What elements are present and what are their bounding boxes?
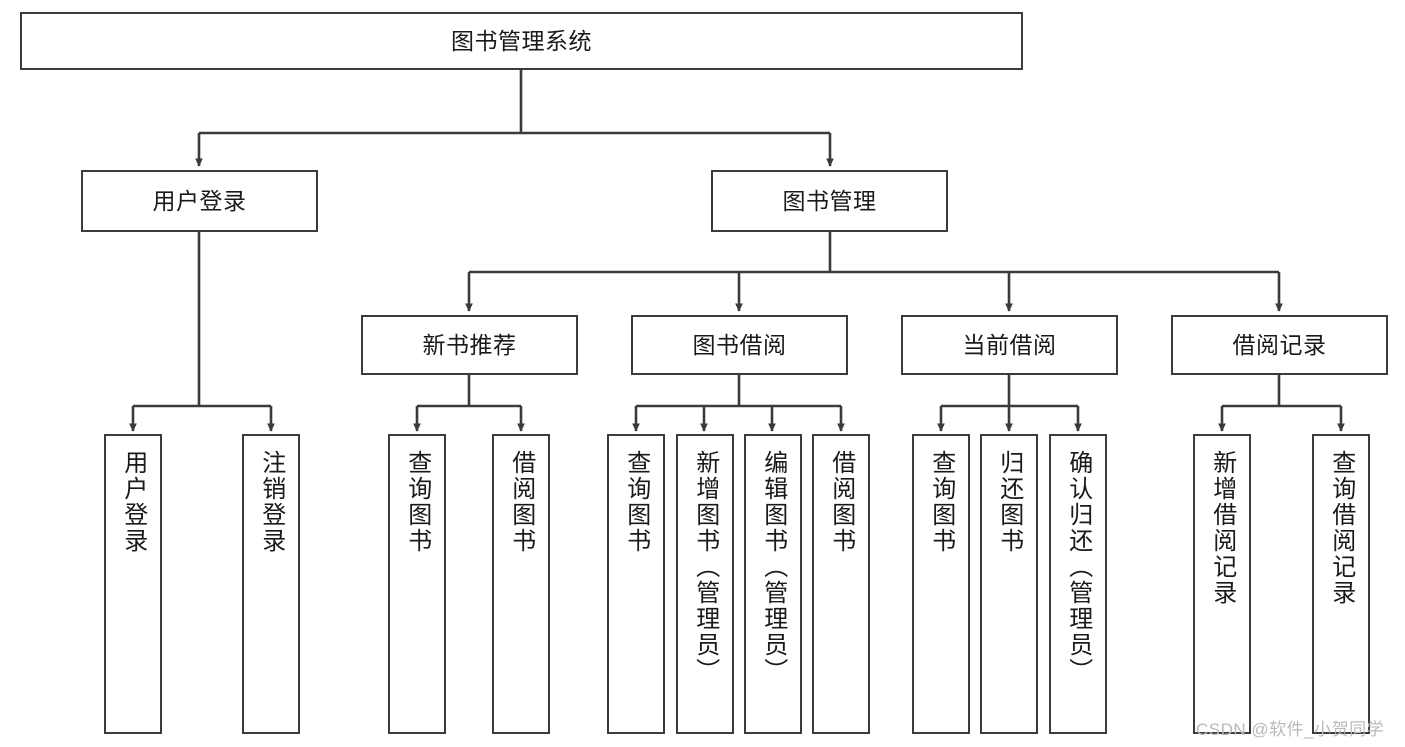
leaf-confirm-return-admin[interactable]: 确认归还（管理员）: [1049, 434, 1107, 734]
leaf-query-borrow-record-label: 查询借阅记录: [1327, 450, 1355, 606]
node-new-book-recommendation-label: 新书推荐: [422, 331, 517, 358]
leaf-logout[interactable]: 注销登录: [242, 434, 300, 734]
leaf-add-book-admin-label: 新增图书（管理员）: [691, 450, 719, 684]
leaf-query-books-rec-label: 查询图书: [403, 450, 431, 554]
node-root[interactable]: 图书管理系统: [20, 12, 1023, 70]
leaf-add-book-admin[interactable]: 新增图书（管理员）: [676, 434, 734, 734]
node-new-book-recommendation[interactable]: 新书推荐: [361, 315, 578, 375]
node-current-borrowing[interactable]: 当前借阅: [901, 315, 1118, 375]
leaf-query-books-borrow-label: 查询图书: [622, 450, 650, 554]
leaf-query-books-current-label: 查询图书: [927, 450, 955, 554]
leaf-add-borrow-record[interactable]: 新增借阅记录: [1193, 434, 1251, 734]
leaf-query-books-rec[interactable]: 查询图书: [388, 434, 446, 734]
leaf-user-login[interactable]: 用户登录: [104, 434, 162, 734]
node-borrowing-record[interactable]: 借阅记录: [1171, 315, 1388, 375]
leaf-borrow-books-borrow-label: 借阅图书: [827, 450, 855, 554]
leaf-query-books-borrow[interactable]: 查询图书: [607, 434, 665, 734]
leaf-borrow-books-rec[interactable]: 借阅图书: [492, 434, 550, 734]
node-borrowing-record-label: 借阅记录: [1232, 331, 1327, 358]
node-current-borrowing-label: 当前借阅: [962, 331, 1057, 358]
leaf-return-books[interactable]: 归还图书: [980, 434, 1038, 734]
node-user-login-label: 用户登录: [152, 187, 247, 214]
leaf-logout-label: 注销登录: [257, 450, 285, 554]
csdn-watermark: CSDN @软件_小贺同学: [1196, 720, 1385, 739]
node-book-borrowing-label: 图书借阅: [692, 331, 787, 358]
node-user-login[interactable]: 用户登录: [81, 170, 318, 232]
leaf-return-books-label: 归还图书: [995, 450, 1023, 554]
leaf-borrow-books-borrow[interactable]: 借阅图书: [812, 434, 870, 734]
leaf-add-borrow-record-label: 新增借阅记录: [1208, 450, 1236, 606]
leaf-borrow-books-rec-label: 借阅图书: [507, 450, 535, 554]
node-book-borrowing[interactable]: 图书借阅: [631, 315, 848, 375]
node-root-label: 图书管理系统: [451, 27, 592, 54]
leaf-user-login-label: 用户登录: [119, 450, 147, 554]
leaf-edit-book-admin[interactable]: 编辑图书（管理员）: [744, 434, 802, 734]
leaf-edit-book-admin-label: 编辑图书（管理员）: [759, 450, 787, 684]
leaf-confirm-return-admin-label: 确认归还（管理员）: [1064, 450, 1092, 684]
node-book-management-label: 图书管理: [782, 187, 877, 214]
leaf-query-books-current[interactable]: 查询图书: [912, 434, 970, 734]
leaf-query-borrow-record[interactable]: 查询借阅记录: [1312, 434, 1370, 734]
node-book-management[interactable]: 图书管理: [711, 170, 948, 232]
